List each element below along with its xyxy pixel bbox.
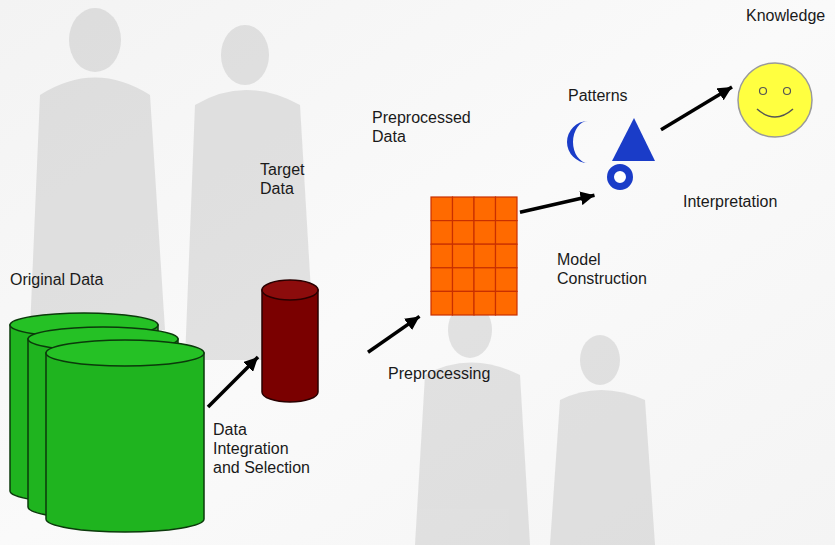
- knowledge-smiley: Knowledge: [732, 6, 830, 141]
- grid-cell: [496, 292, 518, 316]
- silhouette-head: [69, 8, 121, 72]
- grid-cell: [431, 197, 453, 221]
- database-stack-drawing: [8, 311, 208, 533]
- grid-cell: [474, 292, 496, 316]
- grid-cell: [453, 245, 475, 269]
- grid-cell: [496, 221, 518, 245]
- grid-cell: [431, 245, 453, 269]
- node-heading: Knowledge: [746, 6, 825, 25]
- database-stack: Original Data: [8, 270, 208, 533]
- cylinder-top: [262, 280, 318, 300]
- cylinder-body: [46, 353, 204, 532]
- grid-cell: [496, 245, 518, 269]
- database-cylinder: Target Data: [258, 160, 368, 406]
- grid-cell: [431, 292, 453, 316]
- flow-arrow: [661, 87, 732, 130]
- grid-cell: [474, 268, 496, 292]
- node-heading: Preprocessed Data: [372, 108, 480, 146]
- node-heading: Patterns: [568, 86, 628, 105]
- flow-arrow: [208, 357, 258, 407]
- knowledge-smiley-drawing: [732, 61, 818, 141]
- pattern-shapes: Patterns: [566, 86, 661, 195]
- flow-arrow: [520, 195, 595, 212]
- database-cylinder-drawing: [260, 278, 322, 406]
- grid-cell: [453, 197, 475, 221]
- grid-cell: [474, 221, 496, 245]
- silhouette-head: [221, 25, 269, 85]
- silhouette-body: [550, 390, 655, 545]
- smiley-eye: [760, 88, 767, 95]
- step-label: Data Integration and Selection: [213, 420, 319, 478]
- silhouette-head: [580, 335, 620, 385]
- grid-cell: [453, 268, 475, 292]
- data-grid-drawing: [430, 196, 520, 316]
- cylinder-top: [46, 340, 204, 366]
- step-label: Model Construction: [557, 250, 657, 288]
- step-label: Preprocessing: [388, 364, 490, 383]
- grid-cell: [474, 197, 496, 221]
- grid-cell: [431, 221, 453, 245]
- ring-shape: [611, 168, 630, 187]
- grid-cell: [453, 221, 475, 245]
- node-heading: Original Data: [10, 270, 103, 289]
- grid-cell: [474, 245, 496, 269]
- grid-cell: [453, 292, 475, 316]
- triangle-shape: [612, 118, 655, 161]
- pattern-shapes-drawing: [566, 115, 661, 195]
- smiley-mouth: [757, 109, 793, 117]
- silhouette-body: [415, 363, 530, 545]
- smiley-eye: [784, 88, 791, 95]
- grid-cell: [431, 268, 453, 292]
- grid-cell: [496, 197, 518, 221]
- cylinder-body: [262, 290, 318, 402]
- smiley-face: [738, 63, 812, 137]
- grid-cell: [496, 268, 518, 292]
- flow-arrow: [368, 316, 420, 352]
- step-label: Interpretation: [683, 192, 777, 211]
- node-heading: Target Data: [260, 160, 322, 198]
- silhouette-body: [30, 78, 165, 331]
- crescent-shape: [567, 121, 588, 163]
- data-grid: Preprocessed Data: [370, 108, 520, 316]
